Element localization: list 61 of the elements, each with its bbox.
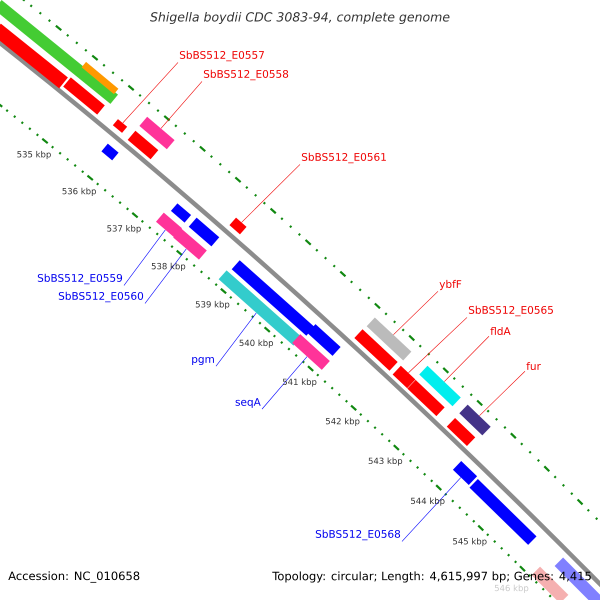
- gene-block: [407, 380, 445, 416]
- gene-block: [232, 260, 314, 336]
- scale-label: 536 kbp: [62, 188, 96, 196]
- scale-label: 543 kbp: [368, 457, 402, 466]
- gene-block: [63, 77, 105, 115]
- gene-block: [392, 366, 416, 388]
- gene-block: [366, 318, 412, 360]
- footer-text: Topology: circular; Length: 4,615,997 bp; Genes: 4,415: [272, 571, 591, 583]
- gene-block: [82, 62, 118, 94]
- gene-block: [170, 203, 192, 223]
- leader-line: [479, 370, 526, 416]
- leader-line: [160, 81, 202, 129]
- gene-block: [459, 404, 491, 436]
- leader-line: [262, 356, 308, 410]
- leader-line: [124, 230, 166, 286]
- gene-block: [469, 479, 537, 545]
- gene-label: SbBS512_E0568: [316, 530, 400, 540]
- gene-block: [156, 212, 182, 238]
- gene-block: [452, 461, 478, 485]
- leader-line: [444, 336, 490, 382]
- title: Shigella boydii CDC 3083-94, complete genome: [150, 12, 450, 24]
- scale-label: 545 kbp: [453, 538, 487, 546]
- gene-label: ybfF: [440, 280, 462, 290]
- gene-label: SbBS512_E0559: [38, 274, 122, 284]
- gene-label: SbBS512_E0560: [58, 292, 144, 302]
- leader-line: [122, 62, 178, 124]
- scale-label: 535 kbp: [17, 150, 51, 160]
- leader-line: [144, 248, 187, 304]
- gene-label: SbBS512_E0561: [302, 152, 386, 164]
- gene-label: pgm: [192, 356, 214, 366]
- leader-line: [408, 317, 468, 374]
- gene-block: [419, 366, 461, 406]
- gene-block: [554, 558, 600, 600]
- scale-label: 539 kbp: [196, 300, 230, 310]
- scale-label: 540 kbp: [240, 340, 274, 348]
- scale-label: 537 kbp: [107, 225, 141, 234]
- gene-block: [307, 324, 341, 356]
- gene-block: [101, 144, 119, 160]
- gene-block: [0, 0, 118, 104]
- gene-label: fur: [526, 362, 541, 370]
- gene-block: [128, 130, 158, 160]
- leader-line: [402, 477, 462, 542]
- leader-line: [216, 312, 257, 367]
- scale-label: 542 kbp: [326, 418, 360, 426]
- gene-label: SbBS512_E0558: [204, 70, 288, 80]
- gene-label: SbBS512_E0565: [468, 306, 553, 316]
- gene-block: [354, 329, 398, 371]
- gene-label: SbBS512_E0557: [180, 50, 264, 62]
- leader-line: [393, 290, 438, 335]
- gene-block: [139, 116, 175, 150]
- gene-block: [112, 119, 128, 133]
- gene-block: [0, 24, 68, 88]
- footer-text: Accession: NC_010658: [8, 571, 140, 583]
- gene-block: [229, 218, 247, 234]
- gene-block: [188, 218, 220, 246]
- leader-line: [241, 164, 300, 223]
- gene-block: [173, 228, 207, 260]
- gene-label: seqA: [236, 398, 261, 408]
- gene-label: fldA: [490, 326, 511, 336]
- gene-block: [292, 334, 330, 370]
- gene-block: [446, 418, 476, 446]
